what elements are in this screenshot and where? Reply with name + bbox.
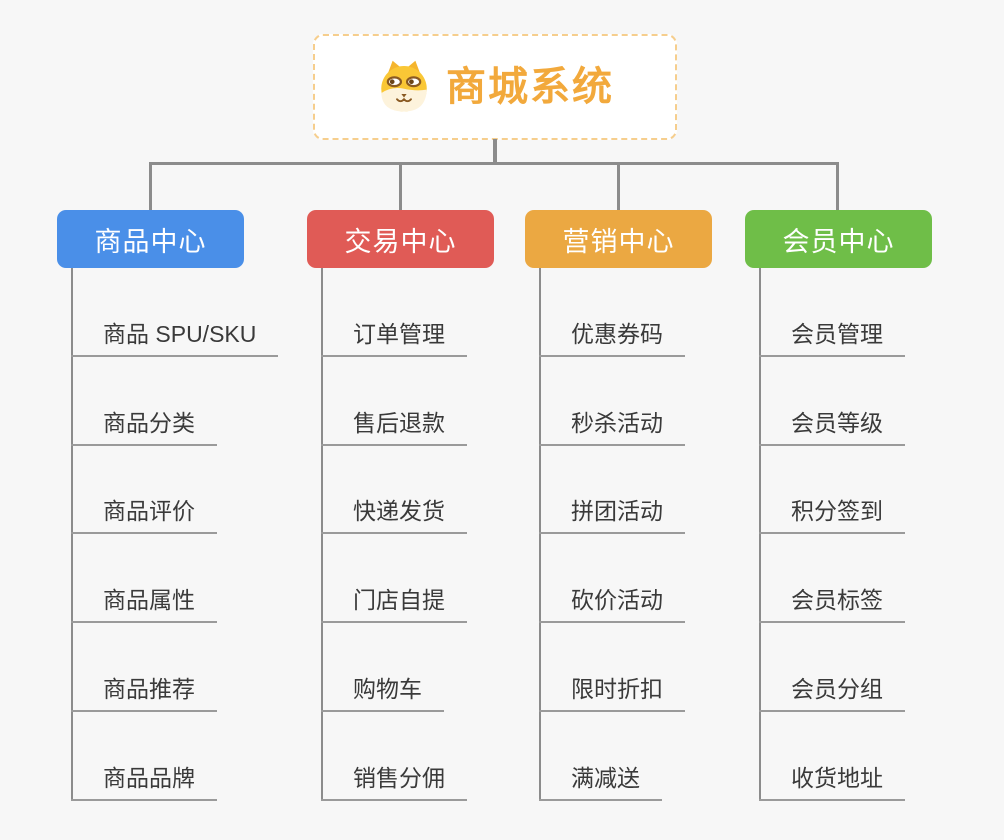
branch-item[interactable]: 快递发货: [321, 499, 467, 534]
branch-label: 会员中心: [782, 226, 895, 257]
branch-item[interactable]: 秒杀活动: [539, 411, 685, 446]
branch-item[interactable]: 商品属性: [71, 588, 217, 623]
branch-box-member-center[interactable]: 会员中心: [745, 210, 932, 268]
branch-marketing-center: 营销中心 优惠券码 秒杀活动 拼团活动 砍价活动 限时折扣 满减送: [525, 210, 775, 820]
branch-product-center: 商品中心 商品 SPU/SKU 商品分类 商品评价 商品属性 商品推荐 商品品牌: [57, 210, 307, 820]
branch-item[interactable]: 拼团活动: [539, 499, 685, 534]
branch-item[interactable]: 商品分类: [71, 411, 217, 446]
branch-box-marketing-center[interactable]: 营销中心: [525, 210, 712, 268]
branch-item[interactable]: 购物车: [321, 677, 444, 712]
branch-item[interactable]: 销售分佣: [321, 766, 467, 801]
branch-item[interactable]: 商品品牌: [71, 766, 217, 801]
root-title: 商城系统: [446, 65, 614, 109]
branch-item[interactable]: 收货地址: [759, 766, 905, 801]
connector-root-stub: [493, 139, 497, 164]
dog-face-icon: [376, 59, 432, 115]
connector-drop: [617, 164, 620, 210]
connector-drop: [836, 164, 839, 210]
root-node[interactable]: 商城系统: [313, 34, 677, 140]
branch-item[interactable]: 商品 SPU/SKU: [71, 322, 279, 357]
branch-item[interactable]: 会员管理: [759, 322, 905, 357]
branch-item[interactable]: 会员标签: [759, 588, 905, 623]
branch-label: 商品中心: [94, 226, 207, 257]
branch-item[interactable]: 订单管理: [321, 322, 467, 357]
branch-item[interactable]: 积分签到: [759, 499, 905, 534]
branch-box-product-center[interactable]: 商品中心: [57, 210, 244, 268]
branch-box-trade-center[interactable]: 交易中心: [307, 210, 494, 268]
branch-item[interactable]: 售后退款: [321, 411, 467, 446]
branch-item[interactable]: 商品评价: [71, 499, 217, 534]
branch-label: 营销中心: [562, 226, 675, 257]
branch-trade-center: 交易中心 订单管理 售后退款 快递发货 门店自提 购物车 销售分佣: [307, 210, 557, 820]
connector-drop: [399, 164, 402, 210]
branch-item[interactable]: 会员等级: [759, 411, 905, 446]
branch-label: 交易中心: [344, 226, 457, 257]
connector-rail: [149, 162, 839, 165]
branch-item[interactable]: 商品推荐: [71, 677, 217, 712]
branch-item[interactable]: 限时折扣: [539, 677, 685, 712]
branch-item[interactable]: 门店自提: [321, 588, 467, 623]
branch-item[interactable]: 满减送: [539, 766, 662, 801]
connector-drop: [149, 164, 152, 210]
branch-item[interactable]: 砍价活动: [539, 588, 685, 623]
branch-item[interactable]: 会员分组: [759, 677, 905, 712]
branch-member-center: 会员中心 会员管理 会员等级 积分签到 会员标签 会员分组 收货地址: [745, 210, 995, 820]
branch-item[interactable]: 优惠券码: [539, 322, 685, 357]
